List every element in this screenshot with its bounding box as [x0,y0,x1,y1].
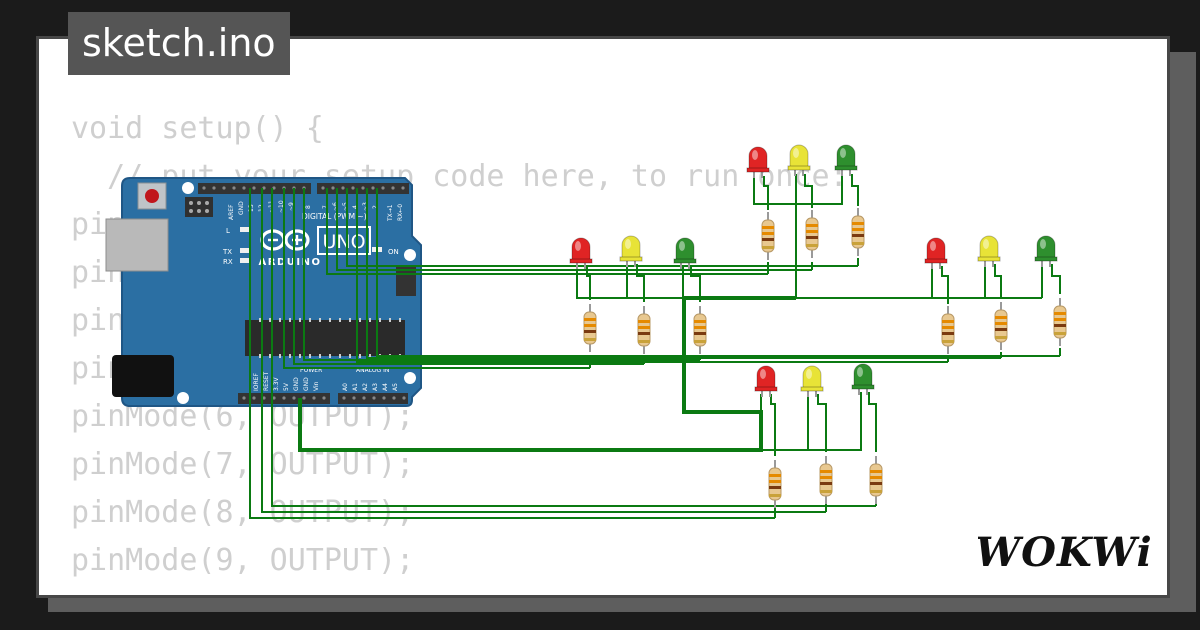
pin-label-a0: A0 [342,383,349,391]
pin-label-6: ~6 [332,202,339,211]
led-red[interactable] [924,237,948,269]
pin-label-a3: A3 [372,383,379,391]
led-green[interactable] [1034,235,1058,267]
led-green[interactable] [673,237,697,269]
pin-label-10: ~10 [278,200,285,213]
led-red[interactable] [746,146,770,178]
pin-label-a2: A2 [362,383,369,391]
code-line: pinMode(7, OUTPUT); [71,447,415,482]
led-red[interactable] [569,237,593,269]
analog-label: ANALOG IN [356,367,389,374]
code-line: void setup() { [71,111,324,146]
pin-label-a5: A5 [392,383,399,391]
pin-label-reset: RESET [263,371,270,391]
resistor[interactable] [941,306,955,354]
led-red[interactable] [754,365,778,397]
pin-label-a1: A1 [352,383,359,391]
tx-label: TX [222,248,232,256]
led-yellow[interactable] [787,144,811,176]
pin-label-4: 4 [352,205,359,209]
wokwi-logo: WOKWi [978,529,1150,576]
led-yellow[interactable] [800,365,824,397]
pin-label-gnd-2: GND [303,377,310,391]
pin-label-3v3: 3.3V [273,376,280,391]
resistor[interactable] [805,210,819,258]
pin-label-13: 13 [248,204,255,212]
pin-label-aref: AREF [228,204,235,220]
uno-label: UNO [322,231,365,253]
pin-label-5: ~5 [342,202,349,211]
pin-label-tx: TX→1 [387,204,394,222]
reset-button[interactable] [137,182,167,210]
pin-label-9: ~9 [288,202,295,211]
resistors [583,208,1067,508]
power-label: POWER [300,367,322,374]
l-label: L [226,227,230,235]
resistor[interactable] [1053,298,1067,346]
pin-label-gnd: GND [238,201,245,215]
code-line: pinMode(10, OUTPUT); [71,585,848,595]
pin-label-3: ~3 [362,202,369,211]
digital-label: DIGITAL (PWM ~) [302,212,367,221]
arduino-label: ARDUINO [259,257,322,268]
on-label: ON [388,248,399,256]
pin-label-ioref: IOREF [253,373,260,391]
resistor[interactable] [819,456,833,504]
resistor[interactable] [768,460,782,508]
file-tab[interactable]: sketch.ino [68,12,290,75]
resistor[interactable] [761,212,775,260]
icsp-header [185,197,213,217]
pin-label-gnd-1: GND [293,377,300,391]
power-jack [112,355,174,397]
atmega-chip [245,320,405,356]
traffic-light-leds [569,144,1058,397]
arduino-uno-board[interactable]: AREF GND 13 12 ~11 ~10 ~9 8 7 ~6 ~5 4 ~3… [105,177,422,407]
resistor[interactable] [869,456,883,504]
pin-label-a4: A4 [382,383,389,391]
wokwi-logo-text: WOKWi [978,529,1150,576]
resistor[interactable] [693,306,707,354]
led-green[interactable] [851,363,875,395]
pin-label-7: 7 [322,205,329,209]
resistor[interactable] [994,302,1008,350]
led-green[interactable] [834,144,858,176]
ground-bus-wire[interactable] [298,296,796,452]
code-line: pinMode(9, OUTPUT); [71,543,415,578]
resistor[interactable] [637,306,651,354]
resistor[interactable] [851,208,865,256]
pin-label-8: 8 [305,205,312,209]
pin-label-rx: RX←0 [397,204,404,221]
pin-label-vin: Vin [313,381,320,391]
led-yellow[interactable] [619,235,643,267]
resistor[interactable] [583,304,597,352]
rx-label: RX [223,258,233,266]
wires[interactable] [249,174,1061,519]
usb-connector [105,218,169,272]
led-yellow[interactable] [977,235,1001,267]
pin-label-5v: 5V [283,382,290,391]
pin-label-2: 2 [372,205,379,209]
